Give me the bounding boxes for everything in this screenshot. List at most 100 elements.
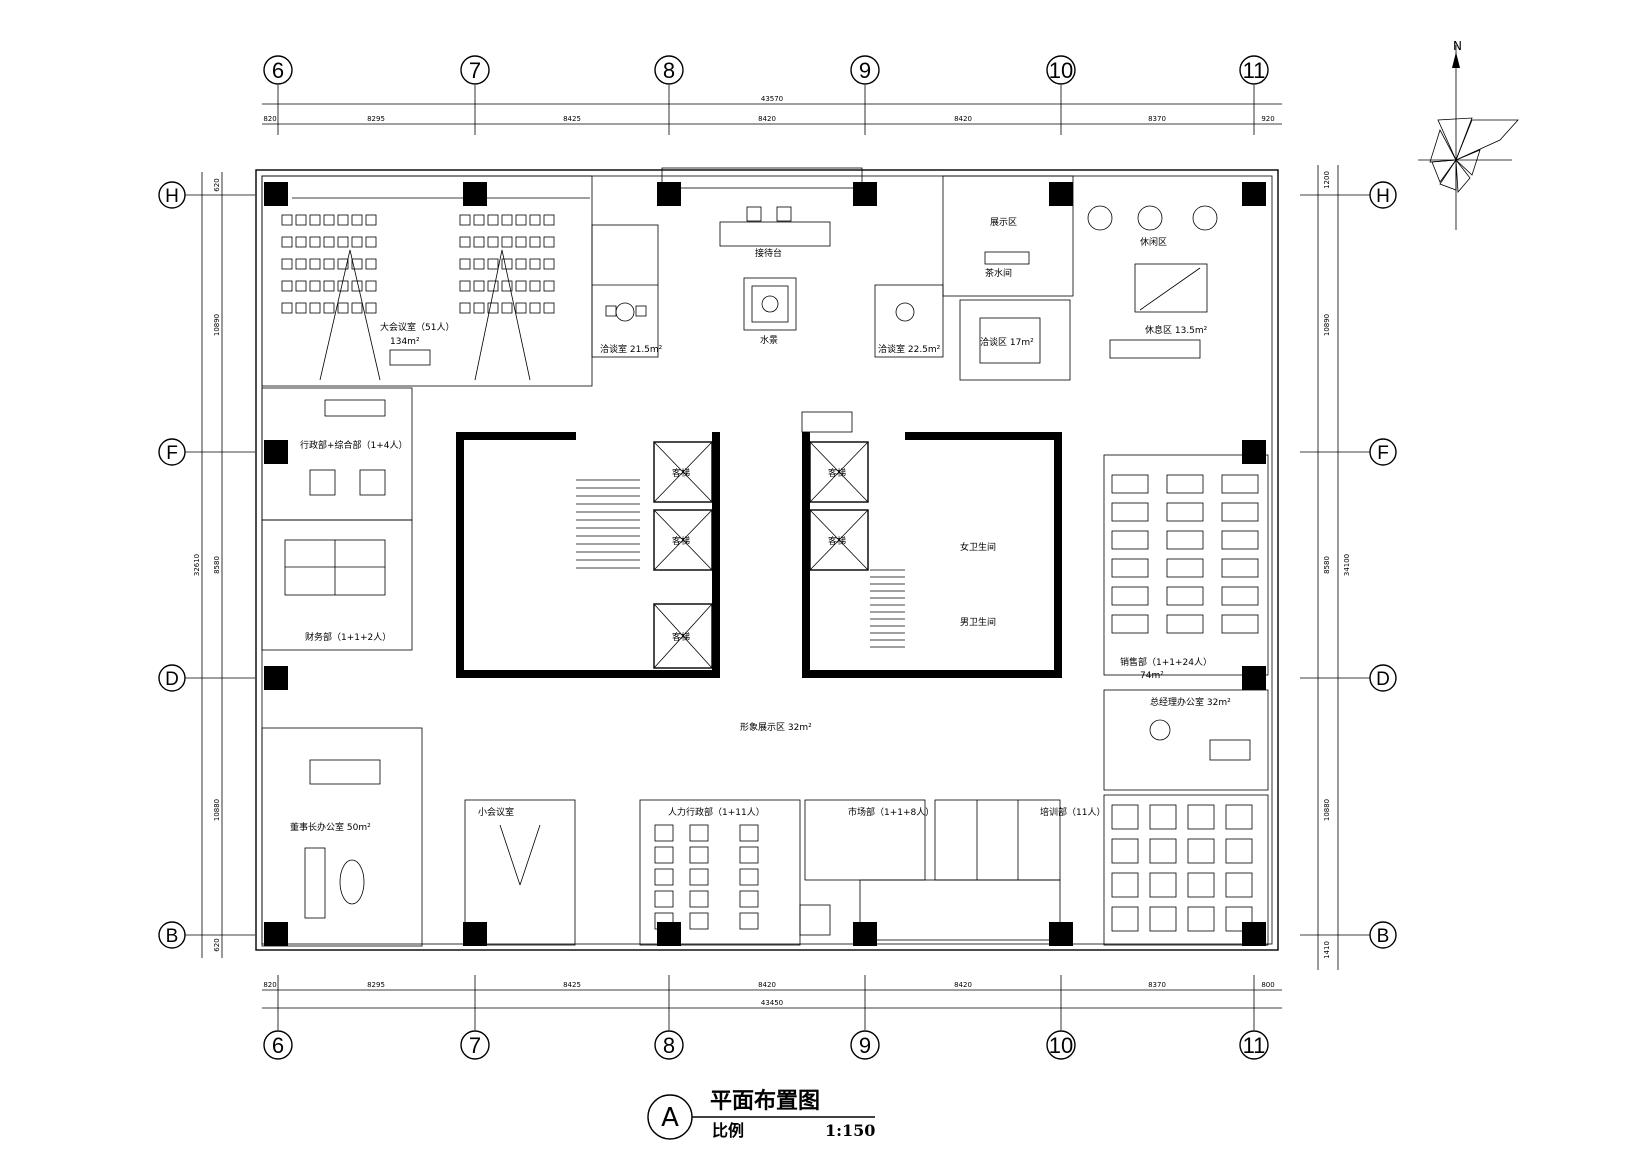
meeting-seat	[487, 302, 499, 314]
label-elevator-3: 客梯	[672, 631, 690, 643]
desk	[1221, 586, 1259, 606]
label-big-meeting-area: 134m²	[390, 337, 420, 347]
meeting-seat	[295, 302, 307, 314]
small-offices: 培训部（11人）	[859, 799, 1105, 941]
meeting-seat	[529, 236, 541, 248]
desk	[1221, 530, 1259, 550]
desk	[1166, 614, 1204, 634]
meeting-seat	[543, 214, 555, 226]
dim-left-total: 32610	[193, 554, 201, 576]
dim-right-seg-2: 10890	[1323, 314, 1331, 336]
desk	[739, 912, 759, 930]
meeting-seat	[529, 302, 541, 314]
meeting-seat	[351, 258, 363, 270]
desk	[1225, 838, 1253, 864]
label-leisure: 休闲区	[1140, 236, 1167, 248]
grid-column-axis: 6 7 8 9 10 11 6 7 8 9 10 11	[263, 55, 1269, 1060]
dim-left-seg-4: 10880	[213, 799, 221, 821]
desk	[689, 890, 709, 908]
drawing-title: 平面布置图	[710, 1088, 820, 1114]
label-chairman: 董事长办公室 50m²	[290, 821, 371, 833]
sales-department: 销售部（1+1+24人） 74m²	[1103, 454, 1269, 681]
label-washing: 洽谈区 17m²	[980, 336, 1034, 348]
tea-room: 展示区 茶水间	[942, 175, 1074, 297]
north-arrow-icon: N	[1418, 39, 1519, 230]
desk	[689, 846, 709, 864]
desk	[1221, 474, 1259, 494]
marketing-department: 市场部（1+1+8人）	[799, 799, 934, 936]
meeting-seat	[295, 214, 307, 226]
desk	[1149, 906, 1177, 932]
dim-top-seg-6: 8370	[1148, 115, 1166, 123]
label-elevator-4: 客梯	[828, 467, 846, 479]
desk	[1111, 502, 1149, 522]
grid-col-top-3: 8	[663, 58, 675, 83]
meeting-seat	[323, 302, 335, 314]
dim-top-seg-1: 820	[263, 115, 276, 123]
dim-right-seg-3: 8580	[1323, 556, 1331, 574]
desk	[1221, 558, 1259, 578]
desk	[1111, 530, 1149, 550]
meeting-seat	[529, 214, 541, 226]
training-room	[1103, 794, 1269, 946]
dim-top-seg-4: 8420	[758, 115, 776, 123]
desk	[1111, 558, 1149, 578]
dim-left-seg-5: 620	[213, 938, 221, 951]
meeting-seat	[543, 302, 555, 314]
grid-col-top-5: 10	[1049, 58, 1073, 83]
dim-right-seg-4: 10880	[1323, 799, 1331, 821]
label-shared: 形象展示区 32m²	[740, 721, 812, 733]
meeting-seat	[351, 236, 363, 248]
label-finance: 财务部（1+1+2人）	[305, 631, 391, 643]
label-sales-area: 74m²	[1140, 671, 1164, 681]
meeting-seat	[323, 280, 335, 292]
meeting-seat	[487, 236, 499, 248]
meeting-seat	[281, 236, 293, 248]
grid-row-left-f: F	[166, 443, 178, 464]
dim-top-total: 43570	[761, 95, 783, 103]
dim-bottom-seg-6: 8370	[1148, 981, 1166, 989]
meeting-seat	[337, 236, 349, 248]
desk	[1111, 614, 1149, 634]
meeting-seat	[487, 258, 499, 270]
meeting-seat	[515, 258, 527, 270]
desk	[1225, 906, 1253, 932]
desk	[1149, 838, 1177, 864]
desk	[739, 846, 759, 864]
dim-bottom-seg-5: 8420	[954, 981, 972, 989]
desk	[1111, 474, 1149, 494]
grid-row-right-f: F	[1377, 443, 1389, 464]
dim-right-seg-1: 1200	[1323, 171, 1331, 189]
label-training: 培训部（11人）	[1040, 806, 1105, 818]
dim-bottom-seg-2: 8295	[367, 981, 385, 989]
label-women-wc: 女卫生间	[960, 541, 996, 553]
meeting-seat	[295, 280, 307, 292]
label-hr: 人力行政部（1+11人）	[668, 806, 765, 818]
washing-area: 洽谈区 17m²	[959, 299, 1071, 381]
meeting-seat	[295, 258, 307, 270]
meeting-seat	[473, 280, 485, 292]
meeting-seat	[337, 258, 349, 270]
meeting-seat	[281, 214, 293, 226]
desk	[1221, 614, 1259, 634]
grid-col-bottom-3: 8	[663, 1033, 675, 1058]
dim-bottom-seg-4: 8420	[758, 981, 776, 989]
desk	[689, 868, 709, 886]
label-sales: 销售部（1+1+24人）	[1120, 656, 1212, 668]
meeting-seat	[309, 214, 321, 226]
dim-bottom-seg-7: 800	[1261, 981, 1274, 989]
dim-top-seg-2: 8295	[367, 115, 385, 123]
meeting-seat	[309, 258, 321, 270]
meeting-seat	[459, 214, 471, 226]
grid-col-top-1: 6	[272, 58, 284, 83]
meeting-seat	[501, 302, 513, 314]
meeting-seat	[515, 214, 527, 226]
scale-value: 1:150	[825, 1121, 875, 1140]
meeting-seat	[501, 258, 513, 270]
meeting-seat	[487, 214, 499, 226]
desk	[1187, 906, 1215, 932]
label-tea: 茶水间	[985, 267, 1012, 279]
negotiation-room-right: 洽谈室 22.5m²	[874, 284, 944, 358]
grid-row-left-h: H	[165, 186, 179, 207]
